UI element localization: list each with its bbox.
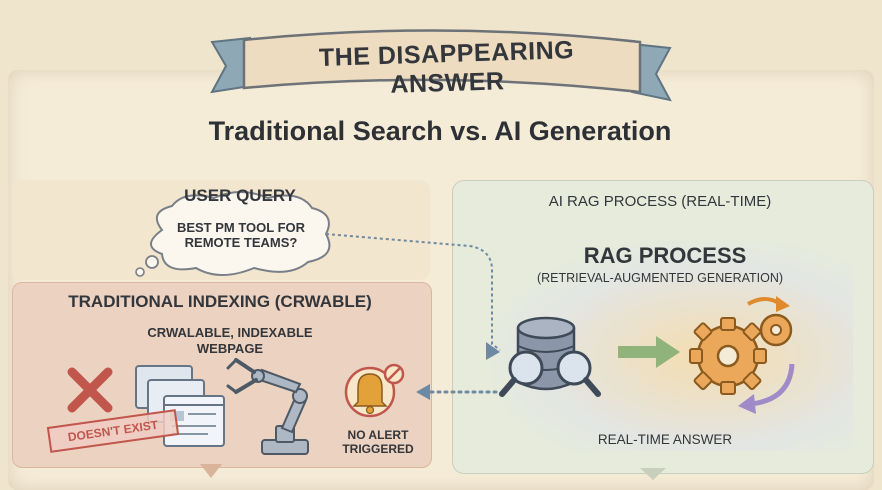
crawlable-webpage-label: CRWALABLE, INDEXABLE WEBPAGE xyxy=(147,325,313,356)
green-arrow-icon xyxy=(618,336,680,368)
rag-down-tab xyxy=(640,468,666,480)
gears-icon xyxy=(689,296,795,414)
traditional-indexing-heading: TRADITIONAL INDEXING (CRWABLE) xyxy=(68,292,372,311)
query-connector-line xyxy=(325,233,501,351)
banner-ribbon xyxy=(210,29,672,102)
no-alert-bell-icon xyxy=(344,363,405,418)
rag-process-title: RAG PROCESS xyxy=(583,243,747,268)
red-cross-icon xyxy=(67,367,113,413)
diagram-graphics xyxy=(67,191,795,480)
robot-arm-icon xyxy=(226,358,309,455)
no-alert-label: NO ALERT TRIGGERED xyxy=(342,428,414,456)
query-bubble-text: BEST PM TOOL FOR REMOTE TEAMS? xyxy=(176,220,306,250)
rag-process-subtitle: (RETRIEVAL-AUGMENTED GENERATION) xyxy=(536,271,784,285)
database-search-icon xyxy=(499,316,601,397)
query-arrowhead-icon xyxy=(486,342,500,360)
real-time-answer-label: REAL-TIME ANSWER xyxy=(597,432,733,447)
user-query-label: USER QUERY xyxy=(184,186,296,205)
dotted-arrowhead-icon xyxy=(416,384,430,400)
traditional-down-tab xyxy=(200,464,222,478)
rag-process-heading: AI RAG PROCESS (REAL-TIME) xyxy=(548,193,772,210)
page-subtitle: Traditional Search vs. AI Generation xyxy=(208,116,672,146)
